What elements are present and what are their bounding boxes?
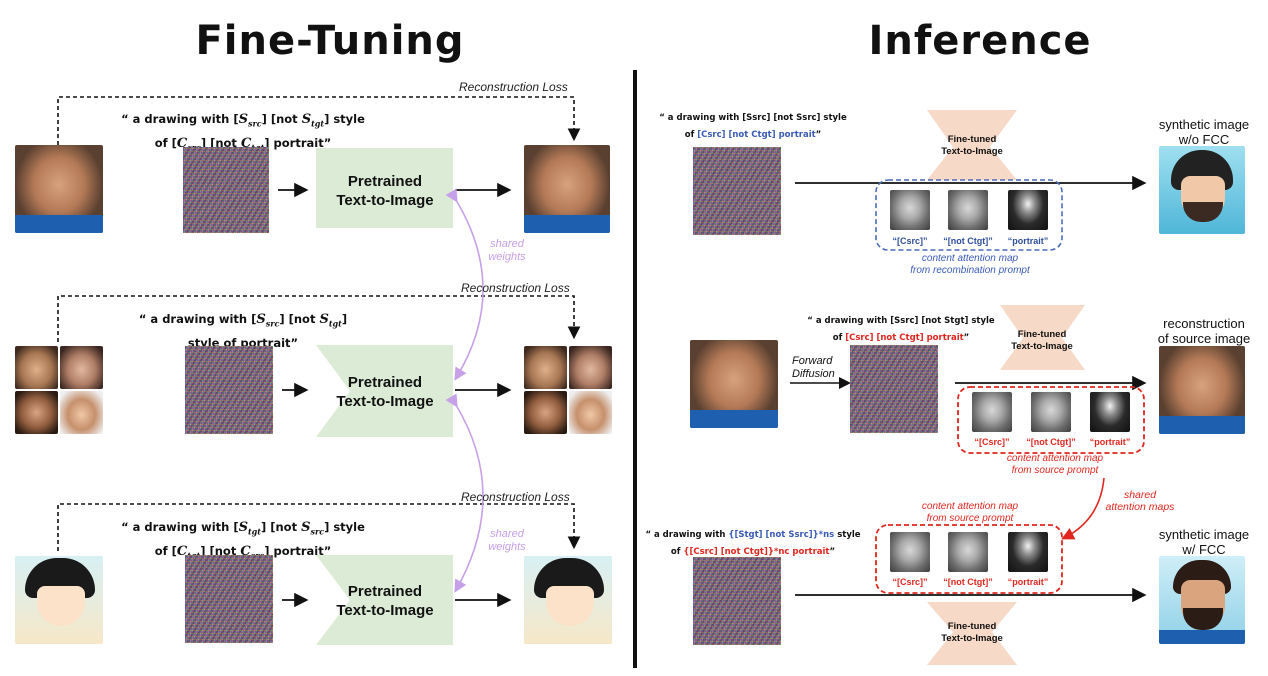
attn-map-2a [972,392,1012,432]
ft-model-1-shape [316,148,453,228]
noise-image-3 [185,555,273,643]
multi-face-grid [15,346,103,434]
ft-model-3-shape [316,555,453,645]
face-photo-2 [60,346,103,389]
loss-label-2: Reconstruction Loss [461,281,570,295]
inf-noise-2 [850,345,938,433]
reconstruction-photo [1159,346,1245,434]
face-photo-3 [15,391,58,434]
attn-box-2 [957,386,1145,454]
ft-prompt-2-line1: “ a drawing with [Ssrc] [not Stgt] [138,312,348,329]
inf-noise-3 [693,557,781,645]
loss-loop-3 [57,503,581,551]
section-divider [633,70,637,668]
noise-image-1 [183,147,269,233]
attn-label-2a: “[Csrc]” [974,437,1010,447]
attn-label-2c: “portrait” [1089,437,1131,447]
attn-label-1c: “portrait” [1007,236,1049,246]
face-photo-1 [15,346,58,389]
attn-label-3a: “[Csrc]” [892,577,928,587]
inf-model-2-shape [1000,305,1085,370]
synthetic-image-w-fcc [1159,556,1245,644]
noise-image-2 [185,346,273,434]
inference-title: Inference [868,18,1092,64]
ft-prompt-3: “ a drawing with [Stgt] [not Ssrc] style… [118,517,368,566]
attn-map-3a [890,532,930,572]
shared-attention-arrow [1061,477,1105,540]
inf-model-3-shape [927,602,1017,665]
attn-map-1b [948,190,988,230]
shared-weights-arrow-1 [445,188,484,381]
loss-label-1: Reconstruction Loss [459,80,568,94]
ft-prompt-1-line1: “ a drawing with [Ssrc] [not Stgt] style [121,112,365,129]
ft-prompt-3-line1: “ a drawing with [Stgt] [not Ssrc] style [121,520,365,537]
shared-weights-arrow-2 [445,393,484,593]
source-face-photo [15,145,103,233]
fine-tuning-title: Fine-Tuning [195,18,465,64]
face-photo-4 [60,391,103,434]
inf-prompt-3: “ a drawing with {[Stgt] [not Ssrc]}*ns … [645,530,861,557]
inf-prompt-2: “ a drawing with [Ssrc] [not Stgt] style… [807,316,995,343]
attn-label-3b: “[not Ctgt]” [943,577,993,587]
inf-source-photo [690,340,778,428]
attn-map-2c [1090,392,1130,432]
reconstructed-multi-face-grid [524,346,612,434]
attn-map-1a [890,190,930,230]
inf-noise-1 [693,147,781,235]
inf-prompt-1: “ a drawing with [Ssrc] [not Ssrc] style… [659,113,847,140]
loss-loop-1 [57,96,581,145]
attn-map-3b [948,532,988,572]
reconstructed-face-photo [524,145,610,233]
synthetic-image-wo-fcc [1159,146,1245,234]
ft-model-2-shape [316,345,453,437]
attn-map-1c [1008,190,1048,230]
anime-face [37,586,85,626]
anime-face-photo [15,556,103,644]
attn-label-3c: “portrait” [1007,577,1049,587]
attn-label-2b: “[not Ctgt]” [1026,437,1076,447]
attn-map-3c [1008,532,1048,572]
attn-box-3 [875,524,1063,594]
loss-loop-2 [57,295,581,342]
loss-label-3: Reconstruction Loss [461,490,570,504]
attn-map-2b [1031,392,1071,432]
reconstructed-anime-photo [524,556,612,644]
attn-label-1b: “[not Ctgt]” [943,236,993,246]
attn-label-1a: “[Csrc]” [892,236,928,246]
source-face-shirt [15,215,103,233]
inf-model-1-shape [927,110,1017,180]
attn-box-1 [875,179,1063,251]
